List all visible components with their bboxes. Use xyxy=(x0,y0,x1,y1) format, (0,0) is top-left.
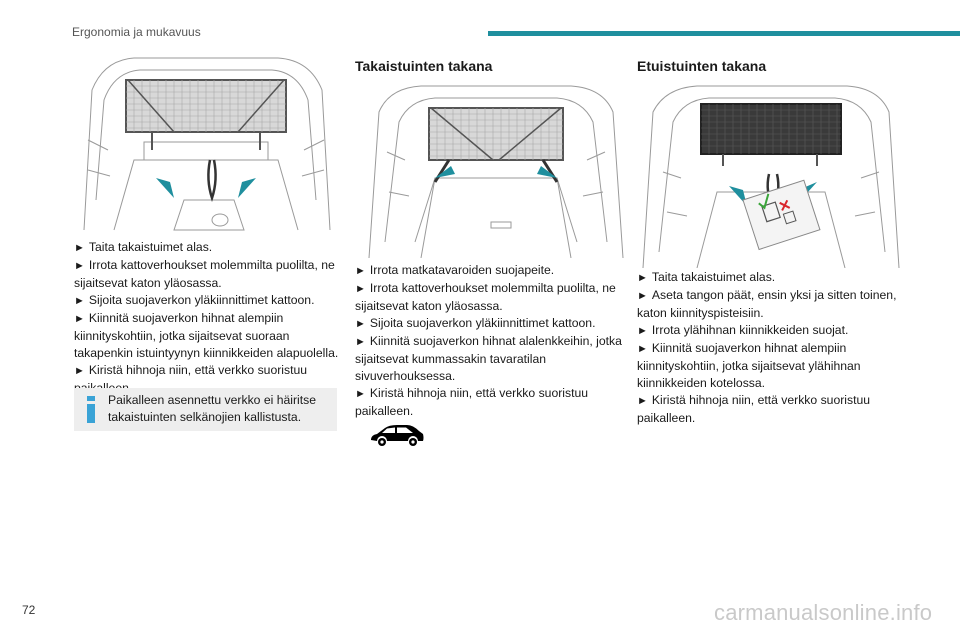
step-text: Irrota kattoverhoukset molemmilta puolil… xyxy=(355,281,616,313)
steps-list-col2: ►Irrota matkatavaroiden suojapeite. ►Irr… xyxy=(355,262,623,420)
steps-list-col1: ►Taita takaistuimet alas. ►Irrota kattov… xyxy=(74,239,342,397)
step-item: ►Sijoita suojaverkon yläkiinnittimet kat… xyxy=(74,292,342,310)
step-item: ►Aseta tangon päät, ensin yksi ja sitten… xyxy=(637,287,905,322)
step-item: ►Kiinnitä suojaverkon hihnat alempiin ki… xyxy=(637,340,905,392)
step-text: Kiinnitä suojaverkon hihnat alempiin kii… xyxy=(637,341,861,390)
step-arrow-icon: ► xyxy=(355,336,366,348)
step-arrow-icon: ► xyxy=(74,365,85,377)
step-arrow-icon: ► xyxy=(355,265,366,277)
step-arrow-icon: ► xyxy=(355,318,366,330)
illustration-behind-front-seats-svg xyxy=(642,85,900,268)
step-arrow-icon: ► xyxy=(637,325,648,337)
info-icon xyxy=(87,396,95,423)
car-silhouette-icon xyxy=(369,420,425,448)
header-title: Ergonomia ja mukavuus xyxy=(72,25,201,39)
step-text: Irrota ylähihnan kiinnikkeiden suojat. xyxy=(651,323,849,337)
step-text: Kiinnitä suojaverkon hihnat alempiin kii… xyxy=(74,311,339,360)
info-note-box: Paikalleen asennettu verkko ei häiritse … xyxy=(74,388,337,431)
step-arrow-icon: ► xyxy=(74,313,85,325)
step-arrow-icon: ► xyxy=(74,242,85,254)
illustration-behind-rear-seats xyxy=(365,82,627,258)
page-number: 72 xyxy=(22,603,36,617)
step-text: Kiinnitä suojaverkon hihnat alalenkkeihi… xyxy=(355,334,622,383)
illustration-behind-front-seats xyxy=(637,82,905,268)
section-title-behind-front-seats: Etuistuinten takana xyxy=(637,58,767,74)
step-text: Aseta tangon päät, ensin yksi ja sitten … xyxy=(637,288,897,320)
illustration-rear-seats-folded-svg xyxy=(83,57,331,231)
step-item: ►Kiristä hihnoja niin, että verkko suori… xyxy=(637,392,905,427)
step-item: ►Taita takaistuimet alas. xyxy=(74,239,342,257)
step-text: Taita takaistuimet alas. xyxy=(651,270,776,284)
step-item: ►Kiinnitä suojaverkon hihnat alempiin ki… xyxy=(74,310,342,362)
step-text: Kiristä hihnoja niin, että verkko suoris… xyxy=(637,393,871,425)
step-item: ►Irrota ylähihnan kiinnikkeiden suojat. xyxy=(637,322,905,340)
watermark-text: carmanualsonline.info xyxy=(714,600,933,625)
step-arrow-icon: ► xyxy=(637,272,648,284)
step-text: Irrota kattoverhoukset molemmilta puolil… xyxy=(74,258,335,290)
step-text: Sijoita suojaverkon yläkiinnittimet katt… xyxy=(369,316,596,330)
step-arrow-icon: ► xyxy=(637,395,648,407)
info-note-text: Paikalleen asennettu verkko ei häiritse … xyxy=(108,393,316,424)
step-arrow-icon: ► xyxy=(355,283,366,295)
step-arrow-icon: ► xyxy=(637,290,648,302)
step-text: Kiristä hihnoja niin, että verkko suoris… xyxy=(355,386,589,418)
step-arrow-icon: ► xyxy=(637,343,648,355)
step-arrow-icon: ► xyxy=(74,295,85,307)
step-arrow-icon: ► xyxy=(74,260,85,272)
step-item: ►Kiinnitä suojaverkon hihnat alalenkkeih… xyxy=(355,333,623,385)
step-item: ►Irrota kattoverhoukset molemmilta puoli… xyxy=(74,257,342,292)
step-arrow-icon: ► xyxy=(355,388,366,400)
illustration-behind-rear-seats-svg xyxy=(368,85,624,258)
step-item: ►Kiristä hihnoja niin, että verkko suori… xyxy=(355,385,623,420)
step-text: Irrota matkatavaroiden suojapeite. xyxy=(369,263,555,277)
steps-list-col3: ►Taita takaistuimet alas. ►Aseta tangon … xyxy=(637,269,905,427)
step-text: Taita takaistuimet alas. xyxy=(88,240,213,254)
illustration-rear-seats-folded xyxy=(74,50,338,236)
step-text: Sijoita suojaverkon yläkiinnittimet katt… xyxy=(88,293,315,307)
step-item: ►Irrota kattoverhoukset molemmilta puoli… xyxy=(355,280,623,315)
section-title-behind-rear-seats: Takaistuinten takana xyxy=(355,58,493,74)
step-item: ►Sijoita suojaverkon yläkiinnittimet kat… xyxy=(355,315,623,333)
step-item: ►Taita takaistuimet alas. xyxy=(637,269,905,287)
header-accent-bar xyxy=(488,31,960,36)
step-item: ►Irrota matkatavaroiden suojapeite. xyxy=(355,262,623,280)
